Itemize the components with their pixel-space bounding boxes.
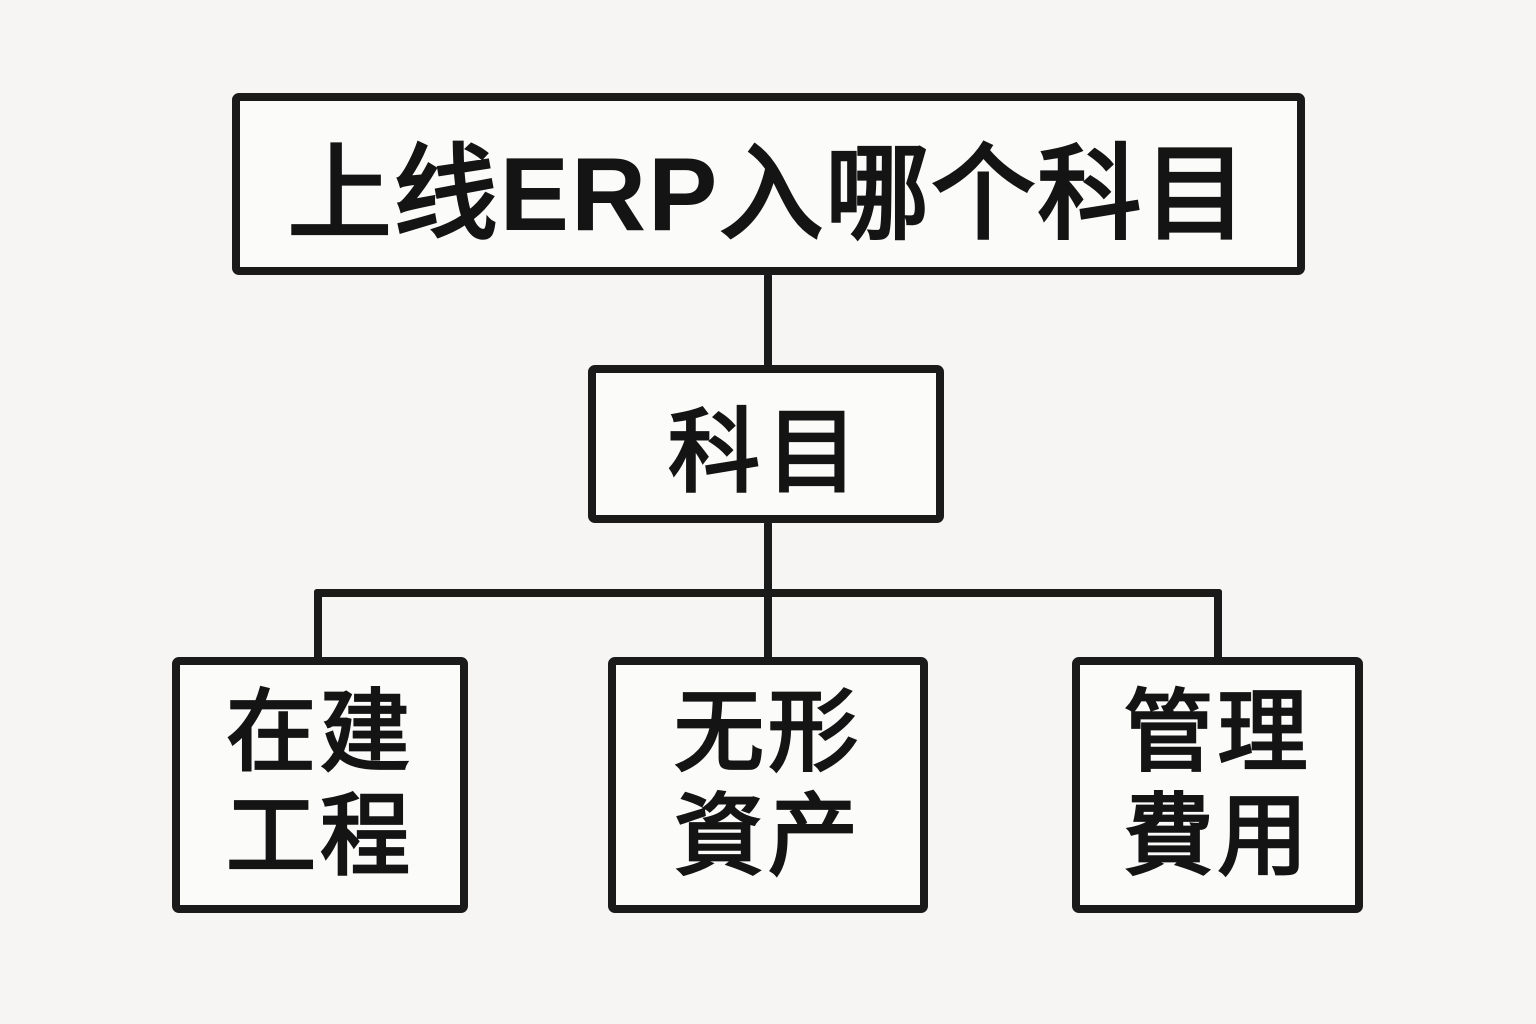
child-box-management-expenses: 管理 費用 (1072, 657, 1363, 913)
child-2-line-2: 資产 (674, 787, 862, 887)
connector-rail-to-child-2 (764, 589, 772, 661)
child-1-line-1: 在建 (226, 682, 414, 783)
child-3-line-1: 管理 (1123, 682, 1312, 783)
title-box: 上线ERP入哪个科目 (232, 93, 1305, 275)
child-1-line-2: 工程 (226, 787, 414, 887)
child-box-intangible-assets: 无形 資产 (608, 657, 928, 913)
child-box-construction-in-progress: 在建 工程 (172, 657, 468, 913)
connector-rail-to-child-1 (314, 589, 322, 661)
root-label: 科目 (667, 401, 864, 504)
connector-title-to-root (764, 273, 772, 369)
child-3-line-2: 費用 (1123, 787, 1312, 887)
connector-rail-to-child-3 (1214, 589, 1222, 661)
root-box: 科目 (588, 365, 944, 523)
child-2-line-1: 无形 (674, 682, 862, 783)
connector-root-to-rail (764, 521, 772, 593)
title-text: 上线ERP入哪个科目 (287, 136, 1250, 253)
